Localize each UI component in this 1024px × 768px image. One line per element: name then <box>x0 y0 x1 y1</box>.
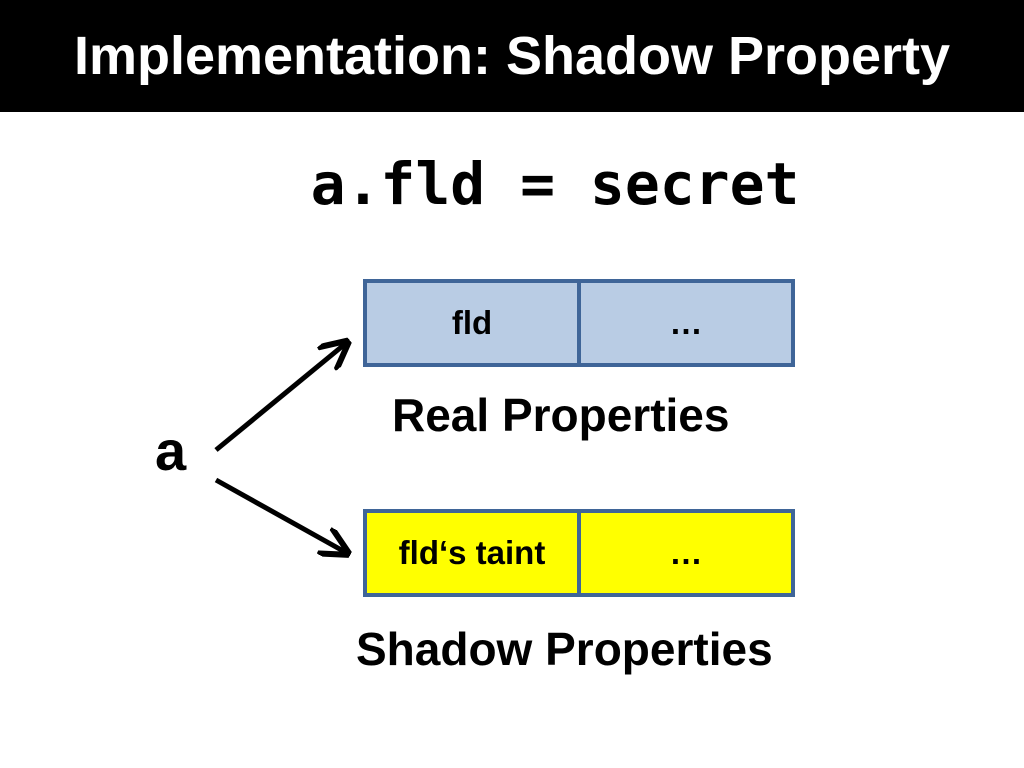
arrow-to-shadow <box>214 477 345 552</box>
shadow-properties-caption: Shadow Properties <box>356 623 773 675</box>
shadow-cell-taint: fld‘s taint <box>398 534 546 571</box>
slide-title: Implementation: Shadow Property <box>0 0 1024 112</box>
real-properties-caption: Real Properties <box>392 389 730 441</box>
real-cell-fld: fld <box>451 304 493 341</box>
real-properties-record: fld … <box>363 279 795 367</box>
real-cell-ellipsis: … <box>577 283 791 363</box>
code-statement: a.fld = secret <box>310 150 800 218</box>
shadow-properties-record: fld‘s taint … <box>363 509 795 597</box>
object-label: a <box>155 419 187 482</box>
shadow-cell-ellipsis: … <box>577 513 791 593</box>
arrow-to-real <box>214 344 345 452</box>
